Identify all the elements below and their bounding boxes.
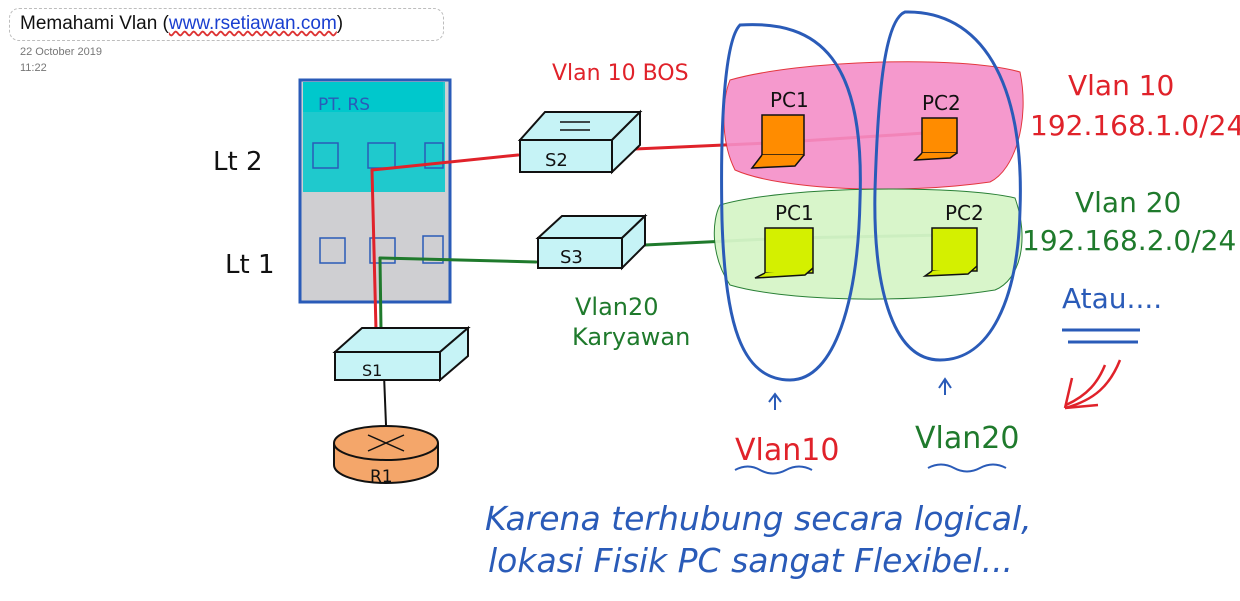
switch-s3: S3 xyxy=(535,213,648,271)
page-title: Memahami Vlan (www.rsetiawan.com) xyxy=(20,13,343,35)
pc1-top: PC1 xyxy=(750,88,809,169)
router-r1: R1 xyxy=(333,425,439,487)
bottom-vlan20-squiggle xyxy=(927,463,1007,473)
pc2-top-label: PC2 xyxy=(922,91,961,115)
floor1-windows xyxy=(319,235,444,264)
caption-line2: lokasi Fisik PC sangat Flexibel... xyxy=(488,541,1013,580)
cable-lt1-s1 xyxy=(378,256,383,332)
vlan10-bos-label: Vlan 10 BOS xyxy=(552,61,689,86)
page-title-box xyxy=(9,8,444,41)
switch-s1-label: S1 xyxy=(362,361,382,380)
atau-underline xyxy=(1062,328,1140,344)
bottom-vlan10-squiggle xyxy=(734,465,813,475)
vlan20-loop xyxy=(873,10,1022,362)
title-suffix: ) xyxy=(336,13,344,34)
vlan10-right-label: Vlan 10 xyxy=(1068,69,1174,102)
pc2-bottom-label: PC2 xyxy=(945,201,984,225)
title-text: Memahami Vlan ( xyxy=(20,13,169,34)
cable-lt2-s1 xyxy=(370,168,378,332)
bottom-vlan10-label: Vlan10 xyxy=(735,433,839,468)
floor1-label: Lt 1 xyxy=(225,250,275,280)
switch-s2: S2 xyxy=(517,109,643,175)
pc2-bottom: PC2 xyxy=(922,201,984,277)
title-link[interactable]: www.rsetiawan.com xyxy=(168,13,337,34)
vlan20-label-line2: Karyawan xyxy=(572,323,690,351)
page-time: 11:22 xyxy=(20,62,47,74)
subnet20-label: 192.168.2.0/24 xyxy=(1022,224,1236,257)
switch-s3-label: S3 xyxy=(560,247,583,268)
pc2-top: PC2 xyxy=(913,91,961,161)
vlan10-loop xyxy=(720,23,862,382)
red-arrow-icon xyxy=(1063,359,1122,410)
bottom-vlan20-label: Vlan20 xyxy=(915,421,1019,456)
cable-lt2-s2 xyxy=(370,153,520,172)
switch-s2-label: S2 xyxy=(545,150,568,171)
cable-s1-r1 xyxy=(383,374,387,426)
subnet10-label: 192.168.1.0/24 xyxy=(1030,109,1240,142)
floor2-label: Lt 2 xyxy=(213,147,263,177)
building-label: PT. RS xyxy=(318,95,370,115)
vlan20-label-line1: Vlan20 xyxy=(575,293,659,321)
pc1-top-label: PC1 xyxy=(770,88,809,112)
pc1-bottom: PC1 xyxy=(754,201,814,279)
router-label: R1 xyxy=(370,467,393,487)
page-date: 22 October 2019 xyxy=(20,46,102,58)
vlan20-right-label: Vlan 20 xyxy=(1075,186,1181,219)
cable-lt1-s3 xyxy=(378,256,538,264)
switch-s1: S1 xyxy=(332,325,471,383)
atau-label: Atau.... xyxy=(1062,282,1162,315)
caption-line1: Karena terhubung secara logical, xyxy=(485,499,1032,538)
up-arrow-icon xyxy=(768,377,952,410)
pc1-bottom-label: PC1 xyxy=(775,201,814,225)
